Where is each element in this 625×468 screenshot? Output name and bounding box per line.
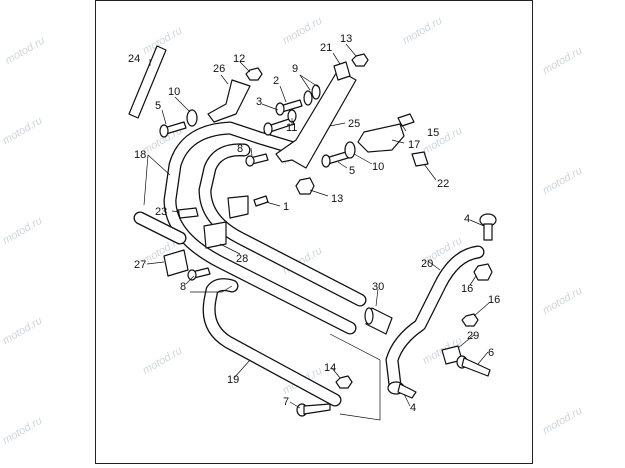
callout-20: 20	[421, 258, 433, 270]
part-12-nut	[245, 67, 263, 81]
callout-15: 15	[427, 127, 439, 139]
callout-17: 17	[408, 139, 420, 151]
callout-10: 10	[372, 161, 384, 173]
part-13-nut-lower	[295, 177, 315, 195]
callout-4: 4	[410, 402, 416, 414]
part-6-bolt	[456, 355, 491, 377]
callout-24: 24	[128, 53, 140, 65]
part-8-bolt	[245, 153, 269, 167]
part-8-bolt-lower	[187, 267, 211, 281]
callout-3: 3	[256, 96, 262, 108]
callout-26: 26	[213, 63, 225, 75]
part-5-bolt-right	[321, 151, 349, 168]
diagram-frame	[95, 0, 533, 464]
callout-8: 8	[180, 281, 186, 293]
part-17-clamp-bracket	[357, 123, 405, 153]
part-7-bolt	[296, 403, 331, 417]
callout-30: 30	[372, 281, 384, 293]
callout-6: 6	[488, 347, 494, 359]
part-30-sleeve	[364, 307, 393, 335]
part-27-clamp	[163, 249, 189, 277]
part-20-side-support-tube	[385, 245, 485, 392]
callout-27: 27	[134, 259, 146, 271]
callout-11: 11	[286, 122, 297, 134]
part-26-upper-bracket	[207, 79, 251, 123]
part-28-clamp	[203, 195, 249, 249]
callout-22: 22	[437, 178, 449, 190]
watermark: motod.ru	[3, 35, 47, 67]
callout-14: 14	[324, 362, 336, 374]
callout-7: 7	[283, 396, 289, 408]
part-14-nut	[335, 375, 353, 389]
part-4-bolt-lower	[387, 381, 417, 399]
part-3-bolt	[263, 117, 295, 136]
part-16-nut-lower	[461, 313, 479, 327]
part-10-washer	[186, 109, 198, 127]
part-23-pad	[177, 207, 199, 219]
watermark: motod.ru	[141, 345, 185, 377]
watermark: motod.ru	[541, 285, 585, 317]
callout-21: 21	[320, 42, 332, 54]
part-21-spacer	[333, 61, 351, 81]
leader-lines	[143, 43, 491, 421]
part-24-rubber-strip	[128, 45, 167, 119]
callout-labels: 24 12 26 10 5 3 2 9 11 21 13 25 15 17 22…	[128, 33, 500, 414]
callout-19: 19	[227, 374, 239, 386]
part-13-nut	[351, 53, 369, 67]
watermark: motod.ru	[1, 315, 45, 347]
part-18-upper-guard-tube	[133, 121, 367, 335]
callout-16: 16	[461, 283, 473, 295]
callout-4: 4	[464, 213, 470, 225]
part-1-screw	[253, 195, 269, 207]
watermark: motod.ru	[1, 115, 45, 147]
callout-18: 18	[134, 149, 146, 161]
callout-9: 9	[292, 63, 298, 75]
part-19-lower-guard-tube	[202, 278, 342, 407]
part-4-bolt	[479, 213, 497, 241]
callout-1: 1	[283, 201, 289, 213]
callout-5: 5	[155, 100, 161, 112]
watermark: motod.ru	[1, 415, 45, 447]
watermark: motod.ru	[1, 215, 45, 247]
callout-16: 16	[488, 294, 500, 306]
callout-28: 28	[236, 253, 248, 265]
callout-5: 5	[349, 165, 355, 177]
part-25-mounting-bracket	[275, 69, 357, 169]
part-22-clip	[411, 151, 429, 167]
watermark: motod.ru	[541, 165, 585, 197]
watermark: motod.ru	[281, 15, 325, 47]
callout-13: 13	[340, 33, 352, 45]
callout-23: 23	[155, 206, 167, 218]
part-9-washer	[303, 84, 321, 106]
callout-13: 13	[331, 193, 343, 205]
part-10-washer-right	[344, 141, 356, 159]
watermark: motod.ru	[401, 15, 445, 47]
callout-25: 25	[348, 118, 360, 130]
part-5-bolt	[159, 121, 187, 138]
callout-29: 29	[467, 330, 479, 342]
watermark: motod.ru	[541, 45, 585, 77]
part-16-nut	[473, 263, 493, 281]
callout-12: 12	[233, 53, 245, 65]
callout-10: 10	[168, 86, 180, 98]
callout-8: 8	[237, 143, 243, 155]
callout-2: 2	[273, 75, 279, 87]
watermark: motod.ru	[541, 405, 585, 437]
